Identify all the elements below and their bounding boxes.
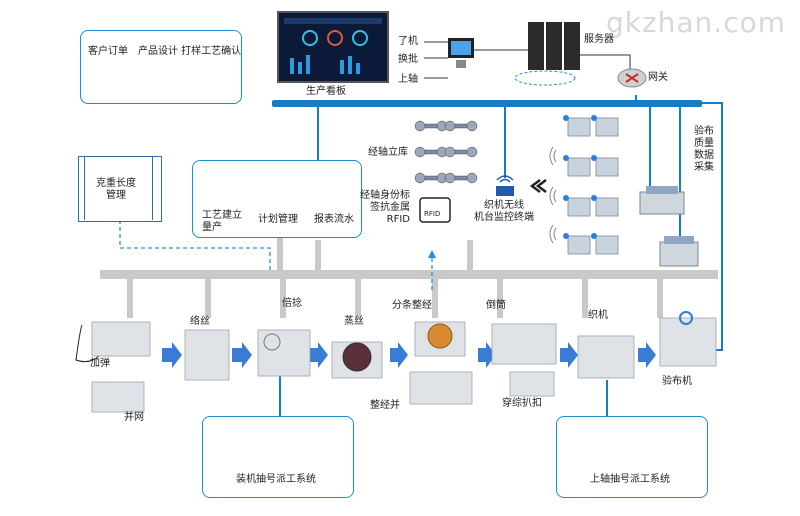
stage-warping: 整经并	[370, 400, 400, 411]
stage-winding: 络丝	[190, 316, 210, 327]
server-label: 服务器	[584, 34, 614, 45]
stage-drawing-in: 穿综扒扣	[502, 398, 542, 409]
stage-sectional: 分条整经	[392, 300, 432, 311]
rfid-tag-text: RFID	[424, 210, 441, 218]
stage-twisting: 倍捻	[282, 298, 302, 309]
right-system-label: 上轴抽号派工系统	[590, 474, 670, 485]
gateway-label: 网关	[648, 72, 668, 83]
stage-texturing: 加弹	[90, 358, 110, 369]
customer-box	[80, 30, 242, 104]
left-system-box	[202, 416, 354, 498]
bus-drops	[127, 235, 663, 318]
stage-doubling: 并网	[124, 412, 144, 423]
weight-box-label: 克重长度 管理	[96, 178, 136, 201]
stage-rewinding: 倒筒	[486, 300, 506, 311]
stage-weaving: 织机	[588, 310, 608, 321]
left-system-label: 装机抽号派工系统	[236, 474, 316, 485]
process-label-craft: 工艺建立 量产	[202, 210, 242, 233]
inspection-data-label: 验布 质量 数据 采集	[694, 126, 714, 173]
process-box	[192, 160, 362, 238]
terminal-label-batch: 换批	[398, 54, 418, 65]
weight-box-inner-left	[84, 156, 85, 220]
weight-box	[78, 156, 162, 222]
stage-inspection: 验布机	[662, 376, 692, 387]
right-system-box	[556, 416, 708, 498]
network-bus	[272, 100, 702, 107]
stage-steaming: 蒸丝	[344, 316, 364, 327]
beam-storage-label: 经轴立库	[368, 147, 408, 158]
loom-terminal-label: 织机无线 机台监控终端	[474, 200, 534, 223]
dashboard-label: 生产看板	[306, 86, 346, 97]
terminal-label-beam: 上轴	[398, 74, 418, 85]
watermark: gkzhan.com	[605, 6, 786, 39]
production-bus	[100, 270, 718, 279]
rfid-label: 经轴身份标 签抗金属 RFID	[360, 190, 410, 225]
customer-label: 客户订单 产品设计 打样工艺确认	[88, 46, 242, 57]
process-label-report: 报表流水	[314, 214, 354, 225]
terminal-label-finish: 了机	[398, 36, 418, 47]
weight-box-inner-right	[152, 156, 153, 220]
process-label-plan: 计划管理	[258, 214, 298, 225]
